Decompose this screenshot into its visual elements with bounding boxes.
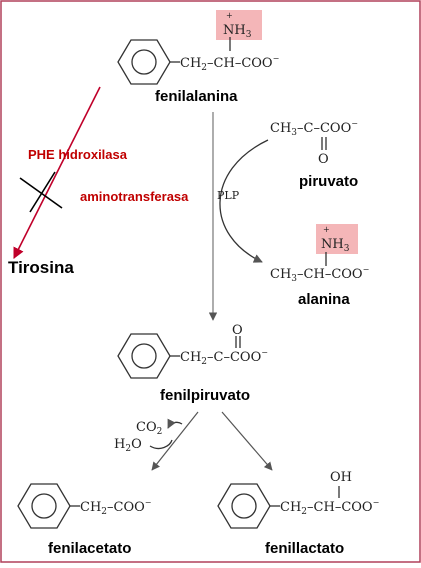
alanine-formula: CH3–CH–COO− (270, 265, 369, 284)
phe-formula: CH2–CH–COO− (180, 54, 279, 73)
benzene-ring (217, 483, 271, 529)
phenyllactate-hydroxyl: OH (330, 470, 352, 485)
transamination-arc-arrow (219, 139, 269, 263)
pyruvate-label: piruvato (299, 173, 358, 190)
phenyllactate-label: fenillactato (265, 540, 344, 557)
alanine-amine-highlight (316, 224, 358, 254)
aromatic-circle (131, 49, 157, 75)
co2-label: CO2 (136, 420, 162, 437)
alanine-label: alanina (298, 291, 350, 308)
alanine-amine: NH3 (321, 237, 350, 254)
pyruvate-oxygen: O (318, 152, 329, 167)
to-phenyllactate-arrow (221, 411, 273, 471)
tyrosine-label: Tirosina (8, 258, 74, 277)
pyruvate-formula: CH3–C–COO− (270, 119, 358, 138)
phenylalanine-label: fenilalanina (155, 88, 238, 105)
phe-amine: NH3 (223, 23, 252, 40)
phenyllactate-formula: CH2–CH–COO− (280, 498, 379, 517)
benzene-ring (117, 333, 171, 379)
water-label: H2O (114, 437, 142, 454)
to-phenylacetate-arrow (151, 411, 199, 471)
plus-charge: + (226, 11, 233, 20)
phenylpyruvate-structure: CH2–C–COO− O (117, 323, 268, 379)
phenylalanine-structure: NH3 + CH2–CH–COO− (117, 10, 279, 85)
block-cross-2 (29, 171, 56, 213)
svg-text:+: + (323, 225, 330, 234)
phenylpyruvate-oxygen: O (232, 323, 243, 338)
water-arrow (149, 439, 173, 450)
benzene-ring (117, 39, 171, 85)
phenyllactate-structure: CH2–CH–COO− OH (217, 470, 379, 529)
phe-hydroxylase-label: PHE hidroxilasa (28, 147, 128, 162)
alanine-structure: NH3 + CH3–CH–COO− (270, 224, 369, 284)
phenylacetate-formula: CH2–COO− (80, 498, 152, 517)
amine-highlight (216, 10, 262, 40)
co2-release-arrow (167, 418, 183, 429)
plp-cofactor: PLP (217, 189, 240, 202)
phenylacetate-structure: CH2–COO− (17, 483, 152, 529)
pyruvate-structure: CH3–C–COO− O (270, 119, 358, 167)
aminotransferase-label: aminotransferasa (80, 189, 189, 204)
phenylpyruvate-formula: CH2–C–COO− (180, 348, 268, 367)
phenylacetate-label: fenilacetato (48, 540, 131, 557)
hydroxylase-arrow (13, 86, 101, 260)
benzene-ring (17, 483, 71, 529)
phenylpyruvate-label: fenilpiruvato (160, 387, 250, 404)
